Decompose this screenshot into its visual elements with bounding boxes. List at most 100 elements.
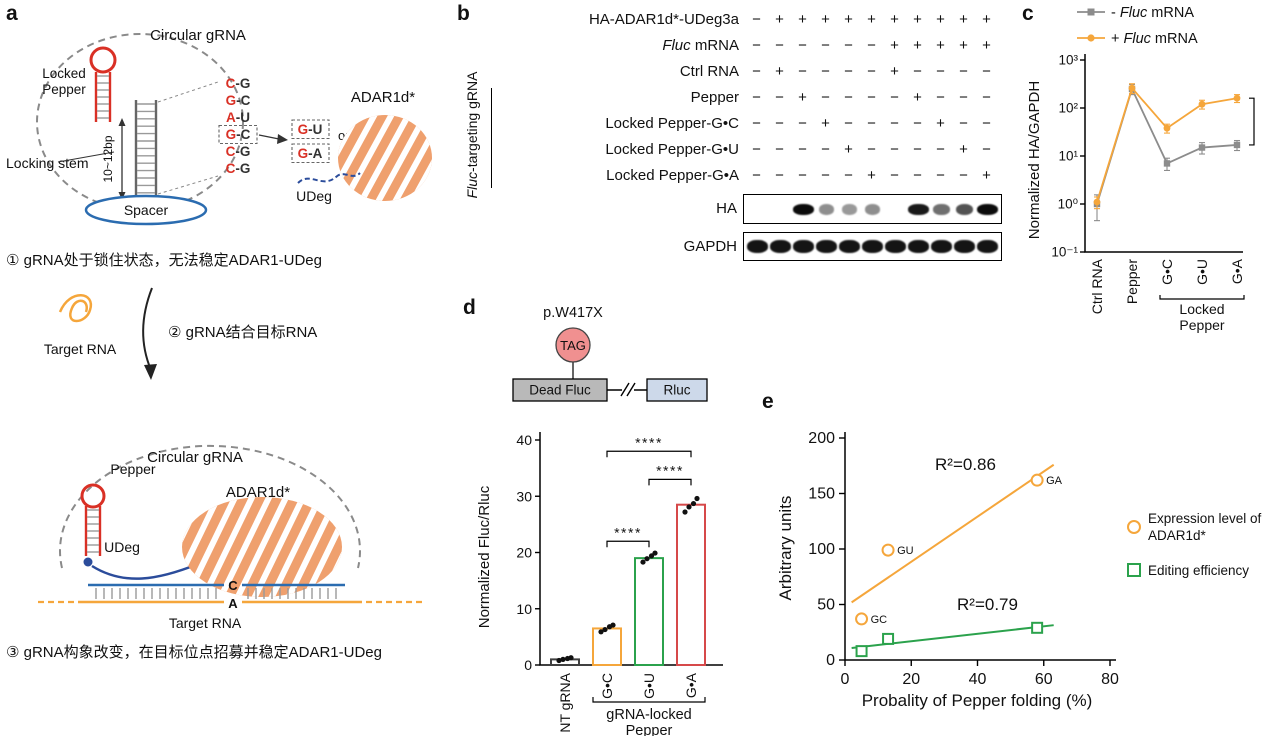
e-ytick-label: 0 bbox=[826, 652, 835, 669]
d-ytick-label: 10 bbox=[516, 601, 532, 617]
lane-flag: − bbox=[798, 166, 807, 184]
mutation-arrowhead-icon bbox=[277, 134, 288, 144]
step-3-text: ③ gRNA构象改变，在目标位点招募并稳定ADAR1-UDeg bbox=[6, 644, 382, 661]
d-y-axis-label: Normalized Fluc/Rluc bbox=[476, 485, 493, 628]
d-mutation-label: p.W417X bbox=[543, 305, 603, 321]
d-xtick-label: NT gRNA bbox=[557, 672, 573, 732]
d-replicate-dot bbox=[610, 622, 616, 628]
bp-callout-line bbox=[157, 81, 219, 103]
lane-flag: + bbox=[890, 62, 899, 80]
e-xtick-label: 0 bbox=[841, 671, 850, 688]
tspan-shape: Fluc bbox=[1120, 5, 1148, 21]
mutation-box bbox=[291, 143, 330, 164]
c-xtick-label: G•A bbox=[1229, 258, 1245, 284]
blot-band bbox=[885, 240, 906, 253]
lane-flag: − bbox=[752, 114, 761, 132]
lane-flag: + bbox=[959, 10, 968, 28]
lane-flag: + bbox=[775, 62, 784, 80]
condition-row: HA-ADAR1d*-UDeg3a−++++++++++ bbox=[455, 6, 998, 32]
lane-flag: − bbox=[890, 88, 899, 106]
e-point-label: GA bbox=[1046, 475, 1063, 487]
tspan-shape: + bbox=[1111, 31, 1124, 47]
condition-row: Fluc mRNA−−−−−−+++++ bbox=[455, 32, 998, 58]
mutation-pair: G-A bbox=[298, 146, 323, 161]
panel-b-westernblot: HA-ADAR1d*-UDeg3a−++++++++++Fluc mRNA−−−… bbox=[455, 0, 1015, 292]
target-rna-label-bottom: Target RNA bbox=[169, 615, 242, 631]
lane-flag: − bbox=[775, 140, 784, 158]
d-replicate-dot bbox=[640, 559, 646, 565]
line-shape bbox=[212, 497, 278, 597]
udeg-tether-bottom bbox=[91, 562, 199, 580]
d-replicate-dot bbox=[598, 629, 604, 635]
lane-flag: − bbox=[913, 62, 922, 80]
e-point bbox=[1031, 621, 1044, 634]
line-shape bbox=[386, 115, 432, 201]
c-y-axis-label: Normalized HA/GAPDH bbox=[1026, 81, 1043, 239]
c-point bbox=[1128, 84, 1136, 92]
d-xtick-label: G•C bbox=[599, 673, 615, 699]
gapdh-blot-label: GAPDH bbox=[683, 238, 737, 255]
step-1-text: ① gRNA处于锁住状态，无法稳定ADAR1-UDeg bbox=[6, 252, 322, 269]
lane-flag: − bbox=[867, 36, 876, 54]
pepper-loop-icon bbox=[89, 46, 117, 74]
lane-flag: − bbox=[959, 62, 968, 80]
c-axes bbox=[1084, 54, 1243, 253]
lane-flag: − bbox=[821, 166, 830, 184]
condition-label: Pepper bbox=[690, 88, 739, 106]
lane-flag: − bbox=[936, 166, 945, 184]
fluc-grna-bracket-label: Fluc-targeting gRNA bbox=[464, 71, 480, 199]
blot-band bbox=[977, 203, 998, 215]
lane-flag: − bbox=[775, 36, 784, 54]
c-ytick-label: 10² bbox=[1058, 101, 1078, 116]
tspan-shape: -A bbox=[308, 146, 322, 161]
blot-band bbox=[862, 240, 883, 253]
e-point-label: GC bbox=[871, 614, 888, 626]
panel-e-label: e bbox=[762, 390, 774, 413]
e-r2-label: R²=0.86 bbox=[935, 455, 996, 474]
e-xtick-label: 40 bbox=[969, 671, 987, 688]
pepper-stem-bottom bbox=[84, 506, 102, 556]
c-series-line bbox=[1096, 86, 1238, 203]
e-legend-label: ADAR1d* bbox=[1148, 528, 1207, 543]
tspan-shape: mRNA bbox=[1151, 31, 1198, 47]
condition-label: Locked Pepper-G•C bbox=[605, 114, 739, 132]
blot-band bbox=[931, 240, 952, 253]
locked-pepper-label-1: Locked bbox=[42, 66, 86, 81]
blot-band bbox=[908, 240, 929, 253]
e-xtick-label: 80 bbox=[1101, 671, 1119, 688]
d-replicate-dot bbox=[690, 500, 697, 507]
panel-c-chart: Normalized HA/GAPDH 10³10²10¹10⁰10⁻¹Ctrl… bbox=[1026, 5, 1269, 333]
condition-row: Locked Pepper-G•A−−−−−+−−−−+ bbox=[455, 162, 998, 188]
lane-flag: + bbox=[959, 140, 968, 158]
d-sig-bracket bbox=[606, 540, 650, 548]
e-point bbox=[855, 612, 869, 626]
lane-flag: − bbox=[936, 88, 945, 106]
d-ytick-label: 0 bbox=[524, 657, 532, 673]
blot-band bbox=[842, 203, 857, 215]
lane-flag: + bbox=[775, 10, 784, 28]
blot-band bbox=[954, 240, 975, 253]
e-ytick-label: 200 bbox=[808, 430, 835, 447]
d-replicate-dot bbox=[686, 504, 692, 510]
lane-flag: − bbox=[867, 88, 876, 106]
lane-flag: − bbox=[844, 88, 853, 106]
d-sig-label: **** bbox=[635, 434, 663, 450]
tspan-shape: -G bbox=[235, 76, 250, 91]
base-pair-column: C-GG-CA-UG-CC-GC-GG-UG-Aor bbox=[218, 76, 350, 176]
e-point bbox=[855, 645, 868, 658]
e-fit-line bbox=[851, 624, 1054, 650]
e-point bbox=[1030, 473, 1044, 487]
lane-flag: + bbox=[936, 10, 945, 28]
lane-flag: − bbox=[890, 166, 899, 184]
lane-flag: + bbox=[844, 10, 853, 28]
panel-d-label: d bbox=[463, 296, 476, 319]
ha-blot bbox=[743, 194, 1002, 224]
mutation-pair: G-U bbox=[298, 122, 323, 137]
e-legend-label: Expression level of bbox=[1148, 511, 1262, 526]
ha-blot-label: HA bbox=[716, 200, 737, 217]
lane-flag: + bbox=[844, 140, 853, 158]
step-arrow bbox=[142, 287, 153, 371]
c-xtick-label: Pepper bbox=[1124, 259, 1140, 304]
lane-flag: − bbox=[890, 114, 899, 132]
